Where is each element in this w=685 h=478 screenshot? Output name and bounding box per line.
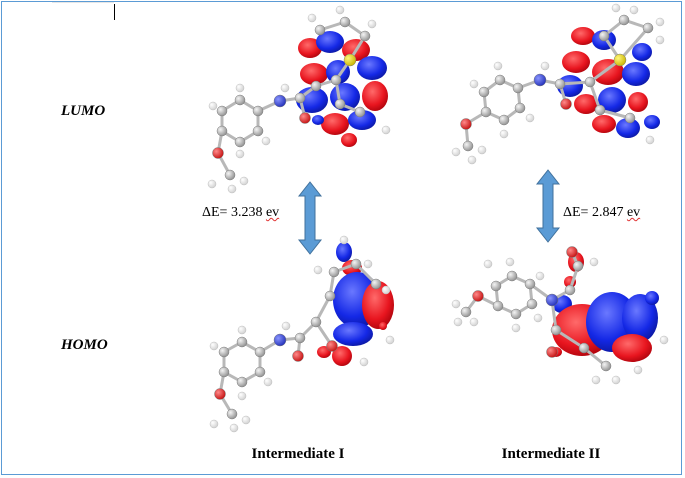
top-rule	[52, 2, 114, 3]
row-label-homo: HOMO	[61, 337, 108, 353]
energy-gap-intermediate-2: ΔE= 2.847 ev	[563, 205, 640, 221]
homo-intermediate-2-orbital	[550, 252, 659, 362]
energy-gap-value: ΔE= 2.847	[563, 205, 627, 220]
homo-intermediate-2-molecule	[451, 246, 669, 385]
homo-intermediate-1-molecule	[209, 235, 395, 433]
text-cursor	[114, 4, 115, 20]
energy-gap-value: ΔE= 3.238	[202, 205, 266, 220]
energy-gap-unit: ev	[626, 205, 641, 220]
column-label-intermediate-1: Intermediate I	[251, 446, 345, 462]
lumo-intermediate-1-molecule	[207, 5, 391, 194]
energy-gap-unit: ev	[265, 205, 280, 220]
lumo-intermediate-2-molecule	[451, 3, 665, 165]
gap-arrow-intermediate-2	[535, 169, 561, 243]
column-label-intermediate-2: Intermediate II	[501, 446, 601, 462]
row-label-lumo: LUMO	[61, 103, 106, 119]
gap-arrow-intermediate-1	[297, 181, 323, 255]
lumo-intermediate-2-orbital	[557, 27, 660, 138]
energy-gap-intermediate-1: ΔE= 3.238 ev	[202, 205, 279, 221]
